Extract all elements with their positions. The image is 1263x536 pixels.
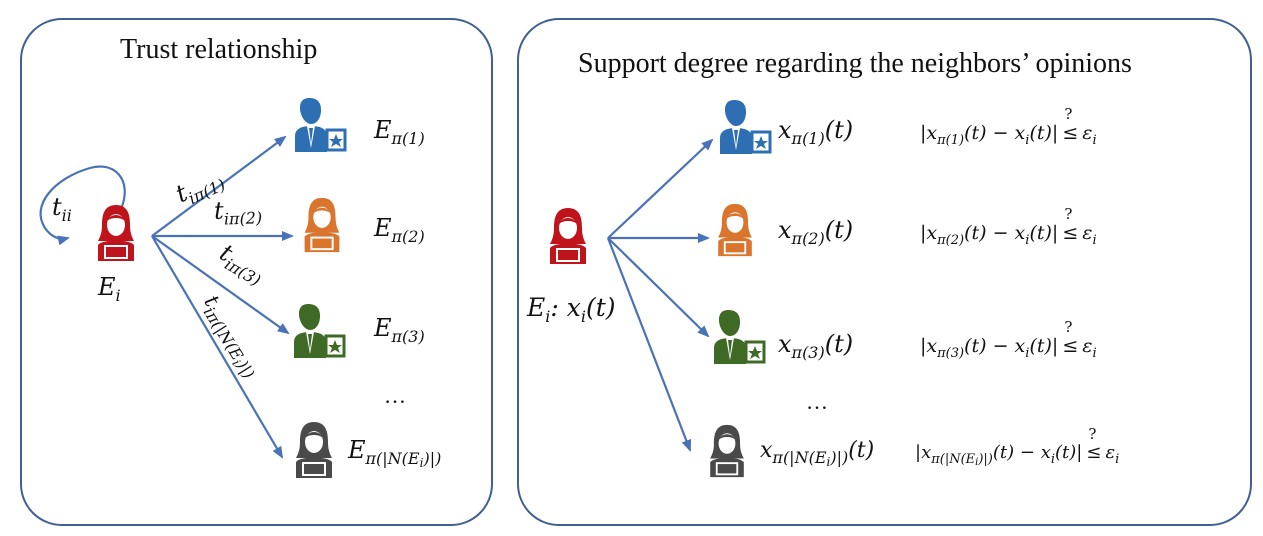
trust-weight-2: tiπ(2) (213, 196, 263, 229)
opinion-arrow-1 (607, 138, 714, 239)
woman-laptop-icon (304, 197, 340, 253)
left-ellipsis: … (384, 383, 408, 408)
support-degree-panel (517, 18, 1252, 526)
self-loop-arrow (39, 165, 126, 246)
opinion-condition-1: |xπ(1)(t) − xi(t)|?≤εi (920, 105, 1097, 148)
self-trust-label: tii (52, 193, 72, 225)
woman-laptop-icon (550, 208, 586, 264)
edge-arrow-3 (151, 235, 290, 335)
man-badge-icon (714, 310, 766, 364)
man-badge-icon (295, 98, 347, 152)
neighbor-opinion-1: xπ(1)(t) (778, 116, 854, 148)
woman-laptop-icon (98, 205, 134, 261)
neighbor-expert-2: Eπ(2) (374, 214, 425, 246)
man-badge-icon (720, 100, 772, 154)
opinion-arrow-4 (606, 237, 692, 452)
edge-arrow-4 (151, 235, 284, 459)
right-panel-title: Support degree regarding the neighbors’ … (578, 48, 1132, 79)
trust-relationship-panel (20, 18, 493, 526)
opinion-condition-2: |xπ(2)(t) − xi(t)|?≤εi (920, 205, 1097, 248)
left-panel-title: Trust relationship (120, 34, 318, 65)
neighbor-expert-last: Eπ(|N(Ei)|) (348, 436, 442, 470)
edge-arrow-1 (151, 135, 287, 237)
neighbor-opinion-last: xπ(|N(Ei)|)(t) (760, 438, 875, 469)
neighbor-expert-1: Eπ(1) (374, 116, 425, 148)
center-opinion-label: Ei: xi(t) (527, 293, 616, 326)
neighbor-expert-3: Eπ(3) (374, 314, 425, 346)
man-badge-icon (294, 304, 346, 358)
opinion-condition-last: |xπ(|N(Ei)|)(t) − xi(t)|?≤εi (915, 425, 1120, 468)
center-expert-label: Ei (98, 273, 121, 305)
woman-laptop-icon (710, 424, 744, 478)
neighbor-opinion-3: xπ(3)(t) (778, 330, 854, 362)
right-ellipsis: … (806, 389, 830, 414)
opinion-condition-3: |xπ(3)(t) − xi(t)|?≤εi (920, 318, 1097, 361)
woman-laptop-icon (718, 203, 752, 257)
neighbor-opinion-2: xπ(2)(t) (778, 216, 854, 248)
opinion-arrow-3 (607, 237, 710, 338)
woman-laptop-icon (296, 422, 332, 478)
